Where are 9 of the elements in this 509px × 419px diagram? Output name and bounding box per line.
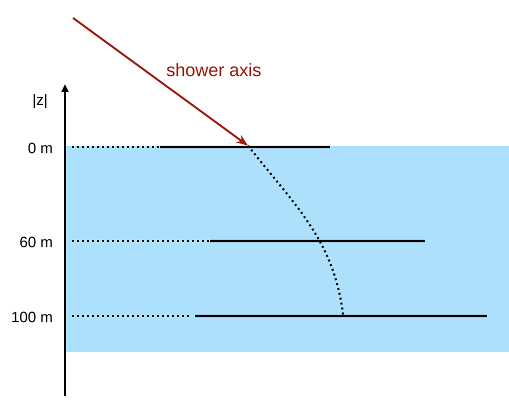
- shower-path-curve: [247, 145, 344, 315]
- axis-label: 60 m: [20, 236, 52, 248]
- depth-line: [210, 240, 425, 242]
- axis-label: 100 m: [12, 312, 52, 322]
- axis-label: |z|: [34, 94, 46, 108]
- depth-line: [195, 314, 487, 318]
- axis-label: 0 m: [28, 142, 52, 154]
- depth-line: [160, 146, 330, 148]
- edge-label: shower axis: [166, 63, 261, 76]
